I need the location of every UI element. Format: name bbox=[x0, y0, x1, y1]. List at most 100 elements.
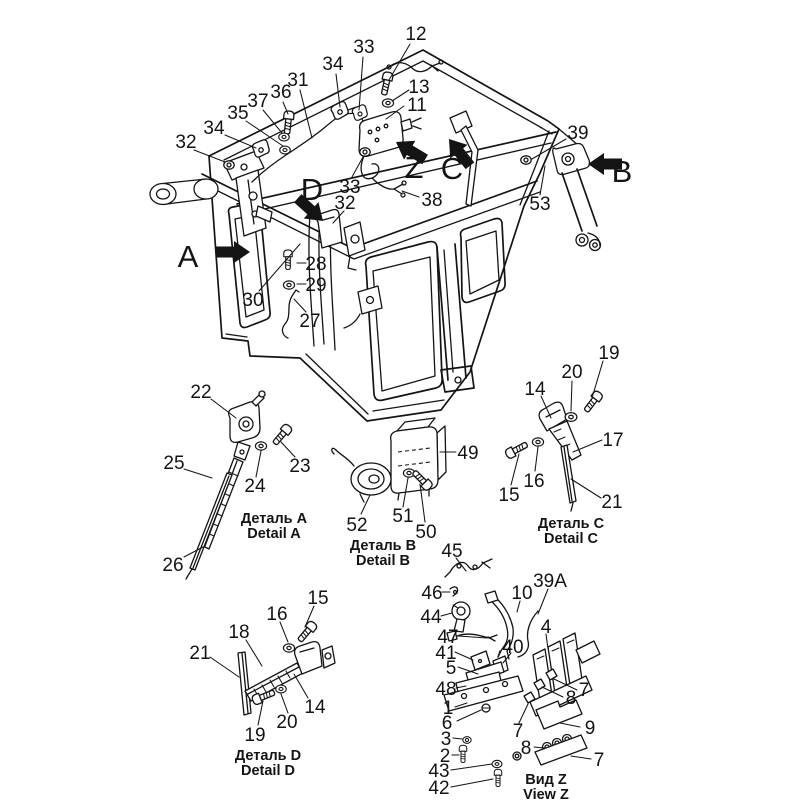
part-number-label: 53 bbox=[529, 194, 550, 215]
part-number-label: 32 bbox=[334, 193, 355, 214]
detail-b-drawing bbox=[331, 417, 447, 503]
part-number-label: 11 bbox=[407, 95, 427, 116]
part-number-label: 40 bbox=[502, 637, 523, 658]
detail-d-drawing bbox=[237, 619, 336, 716]
part-number-label: 8 bbox=[521, 738, 532, 759]
part-number-label: 35 bbox=[227, 103, 248, 124]
part-number-label: 21 bbox=[189, 643, 210, 664]
part-number-label: 25 bbox=[163, 453, 184, 474]
view-letter-label: Z bbox=[405, 150, 424, 185]
part-number-label: 20 bbox=[561, 362, 582, 383]
washer-13-icon bbox=[381, 98, 395, 108]
nut-39-icon bbox=[520, 155, 532, 165]
part-number-label: 21 bbox=[601, 492, 622, 513]
part-number-label: 1 bbox=[443, 698, 454, 719]
washer-37-icon bbox=[278, 132, 290, 142]
part-number-label: 12 bbox=[405, 24, 426, 45]
part-number-label: 7 bbox=[579, 680, 590, 701]
part-number-label: 7 bbox=[594, 750, 605, 771]
part-number-label: 37 bbox=[247, 91, 268, 112]
part-number-label: 18 bbox=[228, 622, 249, 643]
part-number-label: 50 bbox=[415, 522, 436, 543]
part-number-label: 27 bbox=[299, 311, 320, 332]
part-number-label: 19 bbox=[244, 725, 265, 746]
part-number-label: 33 bbox=[353, 37, 374, 58]
part-number-label: 39A bbox=[533, 571, 567, 592]
detail-caption-local: Деталь A bbox=[241, 511, 308, 527]
leader-lines bbox=[183, 43, 604, 788]
part-number-label: 28 bbox=[305, 254, 326, 275]
part-number-label: 46 bbox=[421, 583, 442, 604]
part-number-label: 10 bbox=[511, 583, 532, 604]
part-number-label: 19 bbox=[598, 343, 619, 364]
part-number-label: 49 bbox=[457, 443, 478, 464]
part-number-label: 2 bbox=[440, 746, 451, 767]
screw-42-icon bbox=[493, 768, 503, 787]
detail-caption-local: Деталь C bbox=[538, 516, 605, 532]
detail-caption-local: Деталь D bbox=[235, 748, 301, 764]
part-number-label: 43 bbox=[428, 761, 449, 782]
washer-24-icon bbox=[254, 441, 268, 451]
part-number-label: 34 bbox=[322, 54, 344, 75]
detail-a-drawing bbox=[185, 390, 294, 580]
part-number-label: 20 bbox=[276, 712, 297, 733]
view-letter-label: C bbox=[441, 151, 463, 186]
part-number-label: 13 bbox=[408, 77, 429, 98]
detail-caption-english: Detail C bbox=[544, 531, 599, 547]
part-number-label: 8 bbox=[566, 688, 577, 709]
part-number-label: 14 bbox=[304, 697, 326, 718]
screw-28-icon bbox=[283, 249, 293, 271]
part-number-label: 51 bbox=[392, 506, 413, 527]
part-number-label: 26 bbox=[162, 555, 183, 576]
part-number-label: 24 bbox=[244, 476, 266, 497]
part-number-label: 9 bbox=[585, 718, 596, 739]
part-number-label: 39 bbox=[567, 123, 588, 144]
washer-35-icon bbox=[279, 145, 291, 155]
view-z-drawing bbox=[443, 558, 601, 787]
part-number-label: 3 bbox=[441, 729, 452, 750]
washer-16-icon bbox=[531, 437, 545, 447]
part-number-label: 31 bbox=[287, 70, 308, 91]
cab-drawing bbox=[149, 49, 602, 422]
part-number-label: 15 bbox=[307, 588, 328, 609]
washer-29-icon bbox=[282, 280, 296, 290]
part-number-label: 47 bbox=[437, 627, 458, 648]
washer-20d-icon bbox=[275, 684, 287, 694]
part-number-label: 15 bbox=[498, 485, 519, 506]
washer-20-icon bbox=[564, 412, 578, 422]
screw-15-icon bbox=[503, 439, 530, 461]
part-number-label: 29 bbox=[305, 275, 326, 296]
detail-caption-english: Detail A bbox=[247, 526, 301, 542]
part-number-label: 33 bbox=[339, 177, 360, 198]
detail-caption-english: Detail D bbox=[241, 763, 295, 779]
part-number-label: 45 bbox=[441, 541, 462, 562]
washer-16d-icon bbox=[282, 643, 296, 653]
view-letter-label: B bbox=[612, 154, 633, 189]
detail-caption-local: Деталь B bbox=[350, 538, 416, 554]
part-number-label: 36 bbox=[270, 82, 291, 103]
part-number-label: 32 bbox=[175, 132, 196, 153]
screw-2-icon bbox=[458, 744, 468, 763]
part-number-label: 5 bbox=[446, 658, 457, 679]
part-number-label: 42 bbox=[428, 778, 449, 799]
part-number-label: 14 bbox=[524, 379, 546, 400]
washer-43-icon bbox=[491, 759, 503, 769]
part-number-label: 48 bbox=[435, 679, 456, 700]
part-number-label: 23 bbox=[289, 456, 310, 477]
part-number-label: 44 bbox=[420, 607, 442, 628]
part-number-label: 7 bbox=[513, 721, 524, 742]
nut-3-icon bbox=[462, 736, 472, 744]
part-number-label: 6 bbox=[442, 713, 453, 734]
part-number-label: 17 bbox=[602, 430, 623, 451]
view-letter-label: D bbox=[301, 172, 323, 207]
part-number-label: 38 bbox=[421, 190, 442, 211]
detail-caption-english: Detail B bbox=[356, 553, 410, 569]
part-number-label: 30 bbox=[242, 290, 263, 311]
view-letter-label: A bbox=[178, 239, 199, 274]
part-number-label: 41 bbox=[435, 643, 456, 664]
part-number-label: 4 bbox=[541, 617, 552, 638]
part-number-label: 16 bbox=[266, 604, 287, 625]
